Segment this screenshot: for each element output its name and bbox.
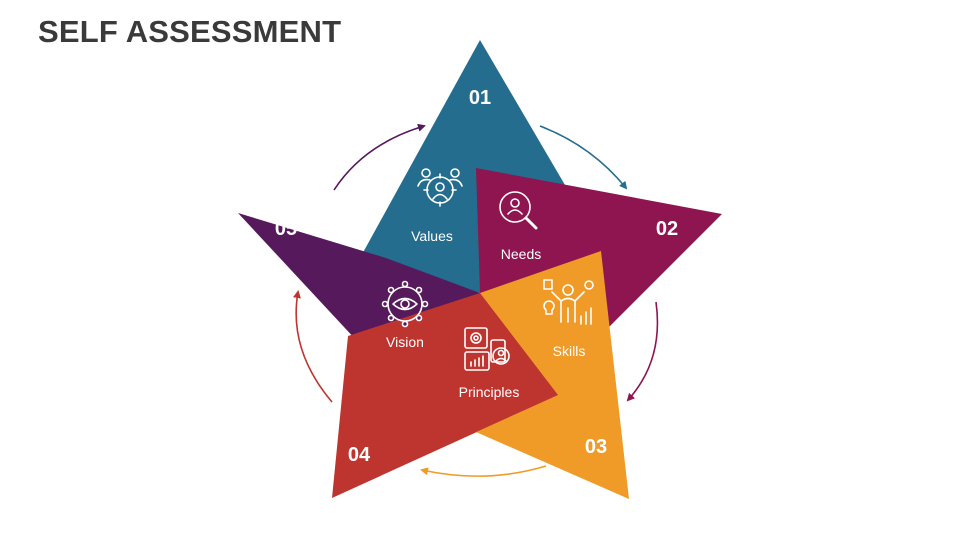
arrow-03-to-04 (420, 465, 547, 477)
segment-03-number: 03 (585, 436, 607, 458)
group-target-icon (417, 168, 463, 207)
skills-person-icon (543, 279, 594, 325)
segment-01-number: 01 (469, 87, 491, 109)
segment-04-number: 04 (348, 444, 371, 466)
eye-network-icon (381, 280, 429, 328)
cycle-arrows (293, 123, 659, 477)
arrow-05-to-01 (333, 123, 426, 191)
segment-01-label: Values (411, 228, 453, 244)
segment-03-label: Skills (553, 343, 586, 359)
arrow-04-to-05 (293, 290, 333, 403)
segment-02-number: 02 (656, 218, 678, 240)
segment-05-number: 05 (275, 218, 297, 240)
page-title: SELF ASSESSMENT (38, 14, 342, 49)
arrow-01-to-02 (539, 125, 628, 190)
gear-chart-icon (464, 327, 510, 371)
arrow-02-to-03 (626, 301, 659, 402)
segment-04-label: Principles (459, 384, 520, 400)
segment-05-label: Vision (386, 334, 424, 350)
search-person-icon (499, 191, 538, 230)
segment-02-label: Needs (501, 246, 541, 262)
